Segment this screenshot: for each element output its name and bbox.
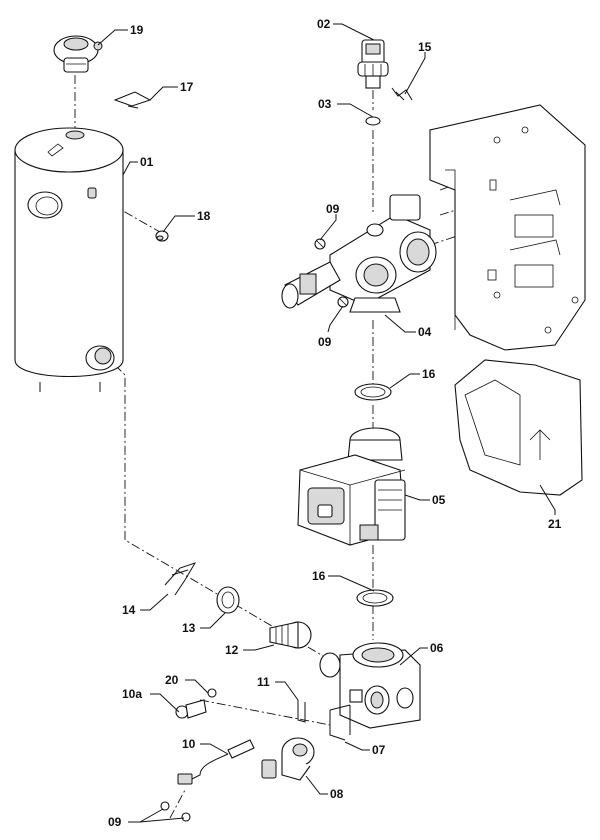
callout-01: 01 [140, 155, 154, 169]
part-05-pump [297, 427, 406, 546]
part-07-clip [329, 704, 351, 741]
callout-07: 07 [372, 743, 386, 757]
callout-21: 21 [548, 517, 562, 531]
part-04-manifold [281, 194, 437, 313]
callout-04: 04 [418, 325, 432, 339]
part-09-screw-lower [337, 296, 349, 308]
callout-03: 03 [318, 97, 332, 111]
callout-12: 12 [225, 643, 239, 657]
callout-02: 02 [317, 17, 331, 31]
callout-19: 19 [130, 23, 144, 37]
part-03-o-ring [365, 116, 381, 126]
callout-14: 14 [122, 603, 136, 617]
callout-09-bottom: 09 [108, 815, 122, 829]
part-20-o-ring [207, 688, 217, 698]
part-10a-plug [175, 699, 207, 719]
callout-16-lower: 16 [312, 569, 326, 583]
callout-17: 17 [180, 80, 194, 94]
part-19-air-vent [53, 35, 103, 73]
callout-18: 18 [197, 209, 211, 223]
part-09-screw-upper [314, 238, 326, 250]
part-06-valve-body [319, 642, 421, 729]
callout-10: 10 [182, 737, 196, 751]
part-09-screws-bottom [160, 801, 191, 822]
part-13-seal [216, 586, 240, 614]
callout-11: 11 [257, 675, 270, 689]
callout-08: 08 [330, 787, 344, 801]
part-01-cylinder [14, 127, 124, 392]
part-21-bracket-plate [429, 104, 586, 351]
part-11-clip [297, 700, 306, 723]
part-18-plug [155, 230, 169, 242]
callout-05: 05 [432, 493, 446, 507]
part-12-filter [269, 621, 312, 649]
callout-15: 15 [418, 40, 432, 54]
part-14-clip [164, 562, 197, 596]
leader-lines [97, 23, 556, 823]
callout-06: 06 [430, 641, 444, 655]
callout-labels: 19 17 01 18 02 15 03 09 09 04 16 05 21 1… [108, 17, 562, 829]
part-15-clip [391, 87, 413, 101]
callout-20: 20 [165, 673, 179, 687]
part-21-insulation-cover [454, 359, 583, 496]
callout-16-upper: 16 [422, 367, 436, 381]
part-10-sensor-lead [177, 739, 255, 785]
callout-10a: 10a [122, 687, 142, 701]
part-16-seal-upper [354, 383, 392, 401]
callout-09-upper: 09 [326, 202, 340, 216]
part-17-clip [113, 91, 152, 109]
callout-09-lower: 09 [318, 335, 332, 349]
part-08-drain-tap [261, 737, 315, 781]
part-02-sensor [357, 39, 389, 89]
callout-13: 13 [182, 621, 196, 635]
part-16-seal-lower [356, 589, 394, 607]
